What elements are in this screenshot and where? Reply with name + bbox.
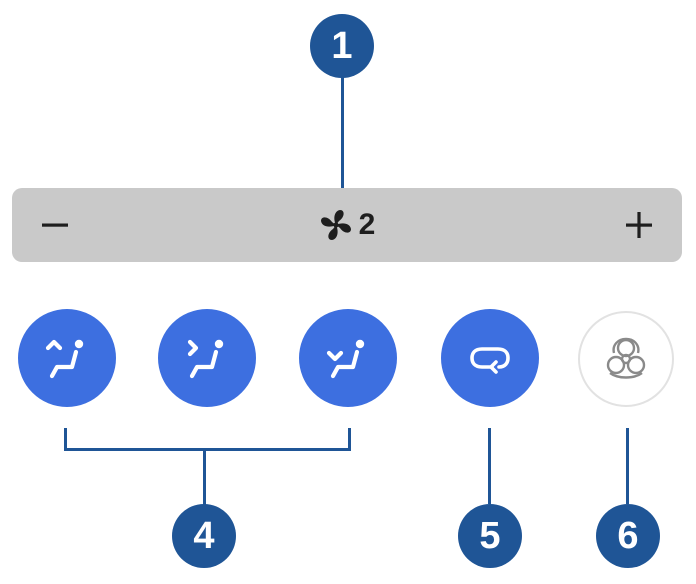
airflow-feet-icon: [326, 339, 365, 379]
callout-4-bracket-bar: [64, 448, 351, 451]
callout-5-leader: [488, 428, 491, 504]
airflow-middle-icon: [187, 339, 224, 379]
fan-decrease-button[interactable]: [18, 188, 92, 262]
callout-1-leader: [341, 76, 344, 188]
callout-4: 4: [172, 504, 236, 568]
bioweapon-defense-button[interactable]: [578, 311, 674, 407]
recirculate-icon: [470, 347, 510, 374]
fan-speed-bar: 2: [12, 188, 682, 262]
recirculation-button[interactable]: [441, 309, 539, 407]
fan-status: 2: [12, 188, 682, 262]
airflow-upper-icon: [45, 339, 84, 379]
callout-6: 6: [596, 504, 660, 568]
callout-4-bracket-right: [348, 428, 351, 450]
callout-4-leader: [203, 450, 206, 506]
airflow-upper-button[interactable]: [18, 309, 116, 407]
fan-level-value: 2: [358, 208, 376, 241]
airflow-middle-button[interactable]: [158, 309, 256, 407]
callout-4-bracket-left: [64, 428, 67, 450]
biohazard-icon: [606, 337, 646, 379]
fan-icon: [320, 210, 351, 240]
callout-5: 5: [458, 504, 522, 568]
callout-1: 1: [310, 14, 374, 78]
airflow-feet-button[interactable]: [299, 309, 397, 407]
fan-increase-button[interactable]: [602, 188, 676, 262]
minus-icon: [42, 223, 68, 227]
plus-icon: [626, 212, 652, 238]
callout-6-leader: [626, 428, 629, 504]
